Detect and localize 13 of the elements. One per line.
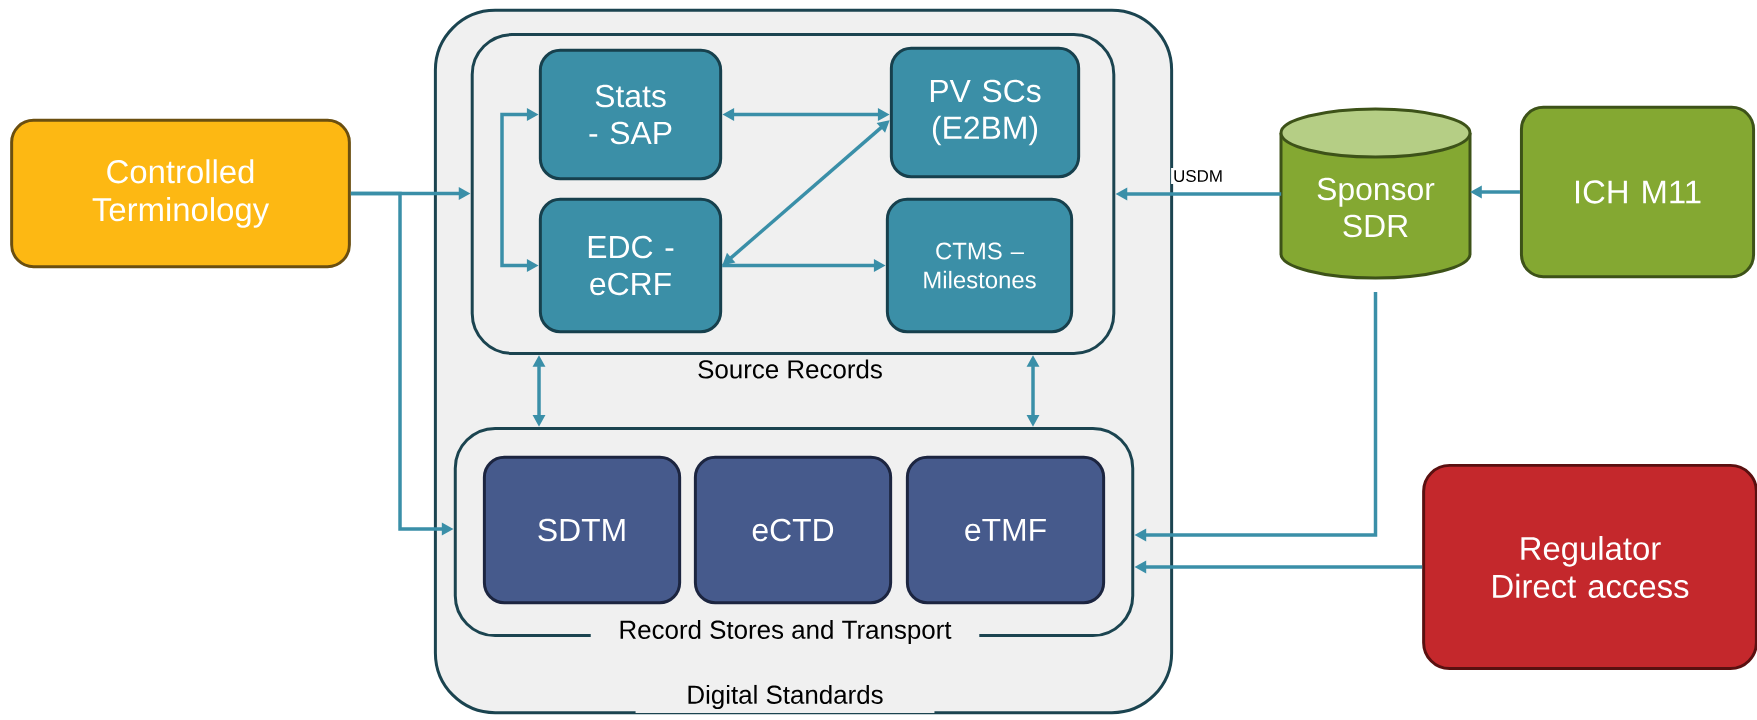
process-box: CTMS – Milestones: [885, 197, 1074, 334]
edge-label: USDM: [1171, 168, 1225, 184]
process-box: Regulator Direct access: [1422, 463, 1757, 671]
process-box: eCTD: [693, 455, 893, 605]
process-box: PV SCs (E2BM): [889, 46, 1081, 179]
process-box: ICH M11: [1519, 105, 1756, 279]
node-label: Source Records: [698, 359, 882, 379]
database-cylinder: Sponsor SDR: [1279, 107, 1472, 280]
process-box: EDC - eCRF: [538, 197, 723, 334]
process-box: SDTM: [482, 455, 682, 605]
process-box: Stats - SAP: [538, 48, 723, 181]
process-box: Controlled Terminology: [10, 118, 351, 269]
process-box: eTMF: [905, 455, 1106, 605]
